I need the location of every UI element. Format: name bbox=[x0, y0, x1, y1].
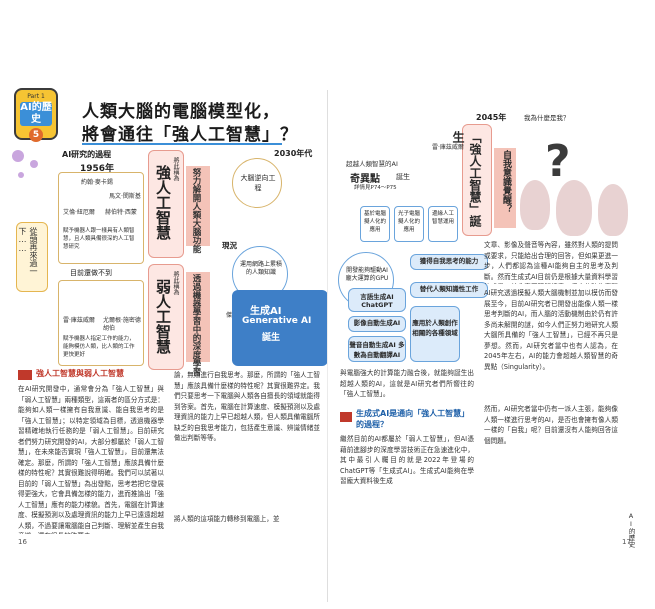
right-paragraph: 繼然目前的AI都屬於「弱人工智慧」，但AI憑藉前進腳步的深度學習技術正在急速進化… bbox=[340, 435, 474, 485]
effort-arrow bbox=[186, 166, 210, 246]
part-label: Part 1 bbox=[27, 93, 45, 100]
year-2030: 2030年代 bbox=[274, 149, 313, 158]
replace-jobs-box: 替代人類知識性工作 bbox=[410, 282, 488, 298]
singularity-title: 超越人類智慧的AI bbox=[346, 160, 398, 168]
web-knowledge-label: 運用網路上累積的人類知識 bbox=[239, 261, 282, 276]
left-col2: 論，無法進行自我思考。那麼，所謂的「強人工智慧」應該具備什麼樣的特性呢？其實很難… bbox=[174, 371, 320, 442]
deep-learning-arrow bbox=[186, 272, 210, 362]
genai-title: 生成AI bbox=[250, 306, 282, 317]
genai-birth: 誕生 bbox=[262, 333, 281, 343]
section-badge: Part 1 AI的歷史 5 bbox=[14, 88, 58, 142]
left-heading: 強人工智慧與弱人工智慧 bbox=[36, 369, 124, 378]
scifi-box-1: 基於電腦擬人化的應用 bbox=[360, 206, 390, 242]
page-number-left: 16 bbox=[18, 538, 27, 546]
strong-ai-label: 強人工智慧 bbox=[154, 165, 172, 240]
strong-ai-born-box: 「強人工智慧」誕生 bbox=[451, 124, 492, 236]
year-1956: 1956年 bbox=[80, 164, 115, 174]
person-name: 尤爾根·施密德胡伯 bbox=[103, 317, 141, 332]
person-name: 艾倫·紐厄爾 bbox=[63, 209, 95, 216]
application-box: 應用於人類創作相關的各種領域 bbox=[410, 306, 460, 362]
modern-researchers-box: 雷·庫茲威爾 尤爾根·施密德胡伯 賦予機器人指定工作的能力，能夠模仿人類，比人類… bbox=[58, 280, 144, 366]
strong-ai-box: 將此稱為 強人工智慧 bbox=[148, 150, 184, 258]
start-over-label: 從頭再來過一下…… bbox=[16, 222, 48, 292]
weak-ai-note: 賦予機器人指定工作的能力，能夠模仿人類，比人類的工作更快更好 bbox=[63, 336, 135, 358]
year-2045: 2045年 bbox=[476, 113, 507, 122]
singularity-birth: 誕生 bbox=[396, 173, 410, 181]
person-name: 赫伯特·西蒙 bbox=[105, 209, 137, 216]
decor-dot-icon bbox=[18, 172, 24, 178]
weak-ai-box: 將此稱為 弱人工智慧 bbox=[148, 264, 184, 370]
right-col2b: AI研究透過模擬人類大腦機制並加以模仿而發展至今，目前AI研究者已開發出能像人類… bbox=[484, 289, 618, 371]
heading-marker-icon bbox=[18, 370, 32, 380]
right-col2c: 然而，AI研究者當中仍有一派人主張，能夠像人類一樣進行思考的AI，是否也會擁有像… bbox=[484, 405, 618, 445]
not-yet-label: 目前還做不到 bbox=[70, 269, 112, 277]
ai-process-label: AI研究的過程 bbox=[62, 150, 112, 159]
page-title-line2: 將會通往「強人工智慧」？ bbox=[82, 125, 298, 145]
person-name: 約翰·麥卡錫 bbox=[81, 179, 113, 186]
left-col2b: 將人類的這項能力轉移到電腦上，並 bbox=[174, 515, 280, 523]
title-underline bbox=[82, 143, 282, 145]
robot-silhouette-icon bbox=[598, 184, 628, 236]
genai-box: 生成AI Generative AI 誕生 bbox=[232, 290, 328, 366]
called-weak: 將此稱為 bbox=[172, 271, 179, 295]
singularity-ref: 詳情見P74～P75 bbox=[354, 185, 397, 191]
right-heading: 生成式AI是通向「強人工智慧」的過程？ bbox=[356, 409, 470, 429]
why-born-label: 我為什麼是我？ bbox=[524, 114, 570, 122]
page-title-line1: 人類大腦的電腦模型化， bbox=[82, 102, 280, 122]
singularity-box: 超越人類智慧的AI 奇異點 誕生 詳情見P74～P75 bbox=[334, 152, 444, 212]
page-number-right: 17 bbox=[622, 538, 631, 546]
genai-en: Generative AI bbox=[242, 316, 312, 326]
left-paragraph: 在AI研究開發中，通常會分為「強人工智慧」與「弱人工智慧」兩種類型，這兩者的區分… bbox=[18, 385, 164, 534]
question-mark-icon: ? bbox=[545, 136, 571, 187]
section-number: 5 bbox=[29, 128, 43, 142]
person-name: 雷·庫茲威爾 bbox=[63, 317, 95, 324]
brain-engineering-circle: 大腦逆向工程 bbox=[232, 158, 282, 208]
side-tab: AI的歷史 bbox=[627, 512, 635, 548]
scifi-box-2: 光子電腦擬人化的應用 bbox=[394, 206, 424, 242]
gpu-label: 開發能夠驅動AI龐大運算的GPU bbox=[345, 267, 389, 282]
singularity-name: 奇異點 bbox=[350, 174, 380, 185]
think-ability-box: 獲得自我思考的能力 bbox=[410, 254, 488, 270]
person-name: 馬文·閔斯基 bbox=[109, 193, 141, 200]
self-awareness-label: 自我意識覺醒？ bbox=[501, 150, 511, 213]
strong-ai-note: 賦予機器人跟一樣具有人類智慧，且人類具備很深的人工智慧研究 bbox=[63, 228, 135, 250]
effort-text: 努力解開人類大腦功能 bbox=[191, 168, 201, 253]
section-name: AI的歷史 bbox=[20, 102, 52, 126]
right-col1: 與電腦強大的計算能力融合後，就能夠誕生出超越人類的AI，這就是AI研究者們所嚮往… bbox=[340, 369, 474, 398]
awareness-arrow bbox=[494, 148, 516, 228]
robot-silhouette-icon bbox=[520, 180, 550, 230]
called-strong: 將此稱為 bbox=[172, 157, 179, 181]
founders-box: 約翰·麥卡錫 馬文·閔斯基 艾倫·紐厄爾 赫伯特·西蒙 賦予機器人跟一樣具有人類… bbox=[58, 172, 144, 264]
heading-marker-icon bbox=[340, 412, 352, 422]
gpu-circle: 開發能夠驅動AI龐大運算的GPU bbox=[338, 252, 394, 308]
page-gutter bbox=[327, 90, 328, 602]
weak-ai-label: 弱人工智慧 bbox=[154, 279, 172, 354]
brain-engineering-label: 大腦逆向工程 bbox=[240, 174, 276, 192]
right-col2: 文章、影像及聲音等內容，雖然對人類的提問或要求，只能給出合理的回答，但如果更進一… bbox=[484, 241, 618, 284]
text-gen-box: 言語生成AI ChatGPT bbox=[348, 288, 406, 312]
decor-dot-icon bbox=[30, 160, 38, 168]
decor-dot-icon bbox=[12, 150, 24, 162]
deep-learning-text: 透過機器學習中的深度學習 bbox=[191, 274, 201, 376]
robot-silhouette-icon bbox=[556, 180, 592, 236]
kurzweil-caption: 雷·庫茲威爾 bbox=[432, 144, 464, 151]
scifi-box-3: 邊緣人工智慧運用 bbox=[428, 206, 458, 242]
now-label: 現況 bbox=[222, 241, 237, 250]
audio-gen-box: 聲音自動生成AI 多數為自動翻譯AI bbox=[348, 336, 406, 362]
image-gen-box: 影像自動生成AI bbox=[348, 316, 406, 332]
